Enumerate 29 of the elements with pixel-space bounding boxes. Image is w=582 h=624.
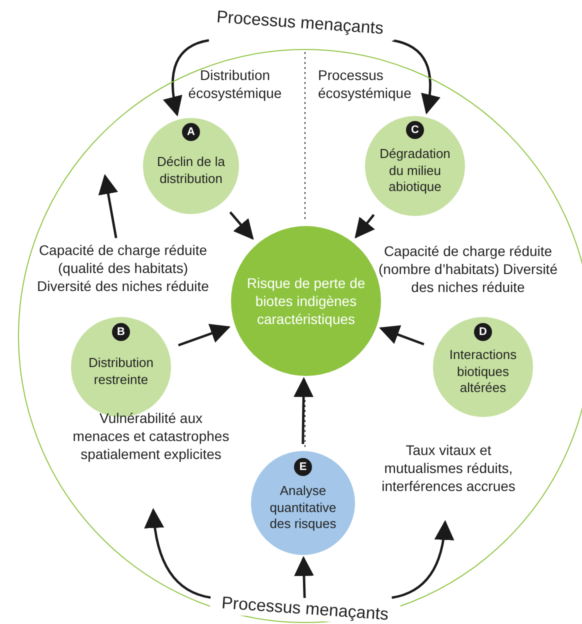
annotation-text: Distribution écosystémique (187, 66, 283, 102)
annotation-text: Processus écosystémique (318, 66, 412, 102)
letter-marker: E (294, 458, 312, 476)
circle-label: Distribution restreinte (87, 355, 155, 389)
letter-marker: C (406, 121, 424, 139)
arrow (144, 508, 212, 599)
arrow (163, 39, 210, 117)
arrow (392, 39, 440, 114)
annotation-text: Capacité de charge réduite (nombre d’habitats) Diversité des niches réduite (378, 242, 558, 297)
arrow (294, 556, 314, 598)
arrow (178, 324, 231, 346)
circle-label: Dégradation du milieu abiotique (378, 146, 452, 196)
arrow (98, 174, 118, 238)
arrow (392, 520, 454, 599)
boundary-circle (18, 49, 582, 623)
outcome-text: Capacité de charge réduite (qualité des habitats) Diversité des niches réduite (23, 241, 223, 296)
arrow (379, 325, 424, 346)
letter-marker: B (112, 323, 130, 341)
outcome-text: Taux vitaux et mutualismes réduits, interférences accrues (366, 441, 531, 496)
circle-label: Interactions biotiques altérées (448, 346, 518, 398)
arrow (229, 211, 254, 240)
circle-label: Déclin de la distribution (156, 154, 226, 188)
arrow (294, 377, 314, 444)
letter-marker: A (182, 123, 200, 141)
letter-marker: D (474, 323, 492, 341)
outcome-text: Vulnérabilité aux menaces et catastrophes spatialement explicites (63, 409, 239, 464)
circle-label: Risque de perte de biotes indigènes caractéristiques (246, 274, 366, 328)
arrow (354, 214, 375, 239)
circle-label: Analyse quantitative des risques (268, 482, 338, 534)
